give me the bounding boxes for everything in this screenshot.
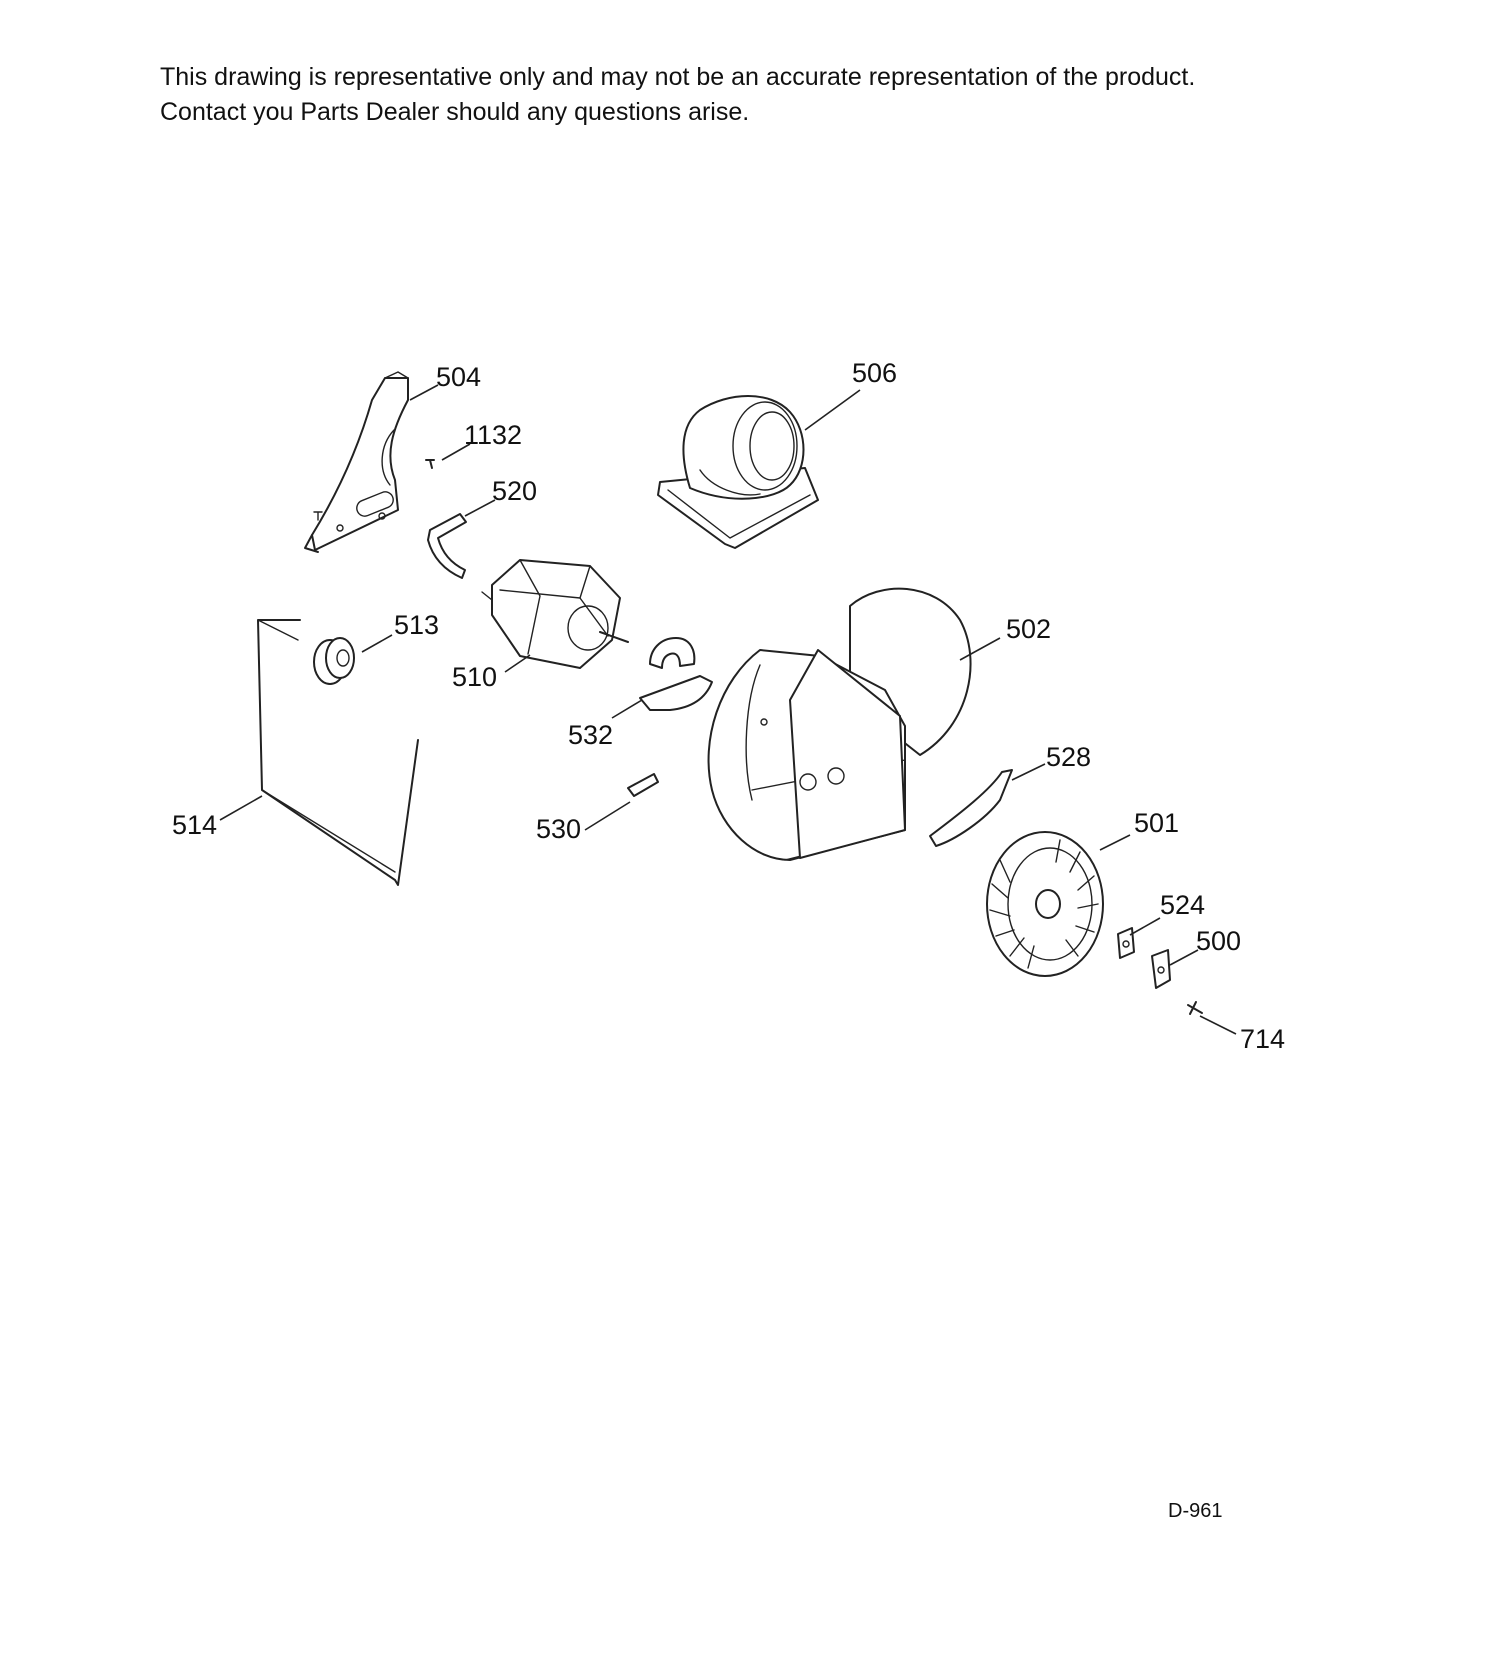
callout-514: 514 bbox=[172, 810, 217, 840]
callout-528: 528 bbox=[1046, 742, 1091, 772]
part-532-clamp bbox=[639, 637, 713, 711]
disclaimer-line-1: This drawing is representative only and … bbox=[160, 63, 1196, 91]
callout-513: 513 bbox=[394, 610, 439, 640]
callout-1132: 1132 bbox=[464, 420, 522, 450]
callout-532: 532 bbox=[568, 720, 613, 750]
part-500-plate bbox=[1151, 949, 1171, 989]
part-513-pulley bbox=[313, 637, 355, 685]
callout-510: 510 bbox=[452, 662, 497, 692]
part-501-blower-wheel bbox=[986, 831, 1104, 977]
callout-502: 502 bbox=[1006, 614, 1051, 644]
part-510-motor bbox=[481, 559, 629, 669]
part-514-belt bbox=[257, 619, 419, 886]
callout-504: 504 bbox=[436, 362, 481, 392]
disclaimer-text: This drawing is representative only and … bbox=[160, 60, 1195, 130]
callout-714: 714 bbox=[1240, 1024, 1285, 1054]
leader-lines bbox=[219, 384, 1237, 1035]
drawing-code: D-961 bbox=[1168, 1500, 1223, 1522]
disclaimer-line-2: Contact you Parts Dealer should any ques… bbox=[160, 98, 750, 126]
part-1132-screw bbox=[425, 459, 435, 469]
part-714-screw bbox=[1187, 1001, 1203, 1015]
part-524-washer bbox=[1117, 927, 1135, 959]
part-502-blower-housing bbox=[707, 587, 972, 861]
part-506-exhaust-duct bbox=[657, 395, 819, 549]
callout-labels: 504 506 1132 520 513 510 502 532 528 514… bbox=[172, 358, 1285, 1054]
callout-524: 524 bbox=[1160, 890, 1205, 920]
callout-506: 506 bbox=[852, 358, 897, 388]
callout-530: 530 bbox=[536, 814, 581, 844]
part-520-clip bbox=[427, 513, 467, 579]
callout-520: 520 bbox=[492, 476, 537, 506]
part-530-small-bracket bbox=[627, 773, 659, 797]
part-528-air-channel bbox=[929, 769, 1013, 847]
part-504-bracket bbox=[304, 371, 409, 553]
callout-500: 500 bbox=[1196, 926, 1241, 956]
callout-501: 501 bbox=[1134, 808, 1179, 838]
